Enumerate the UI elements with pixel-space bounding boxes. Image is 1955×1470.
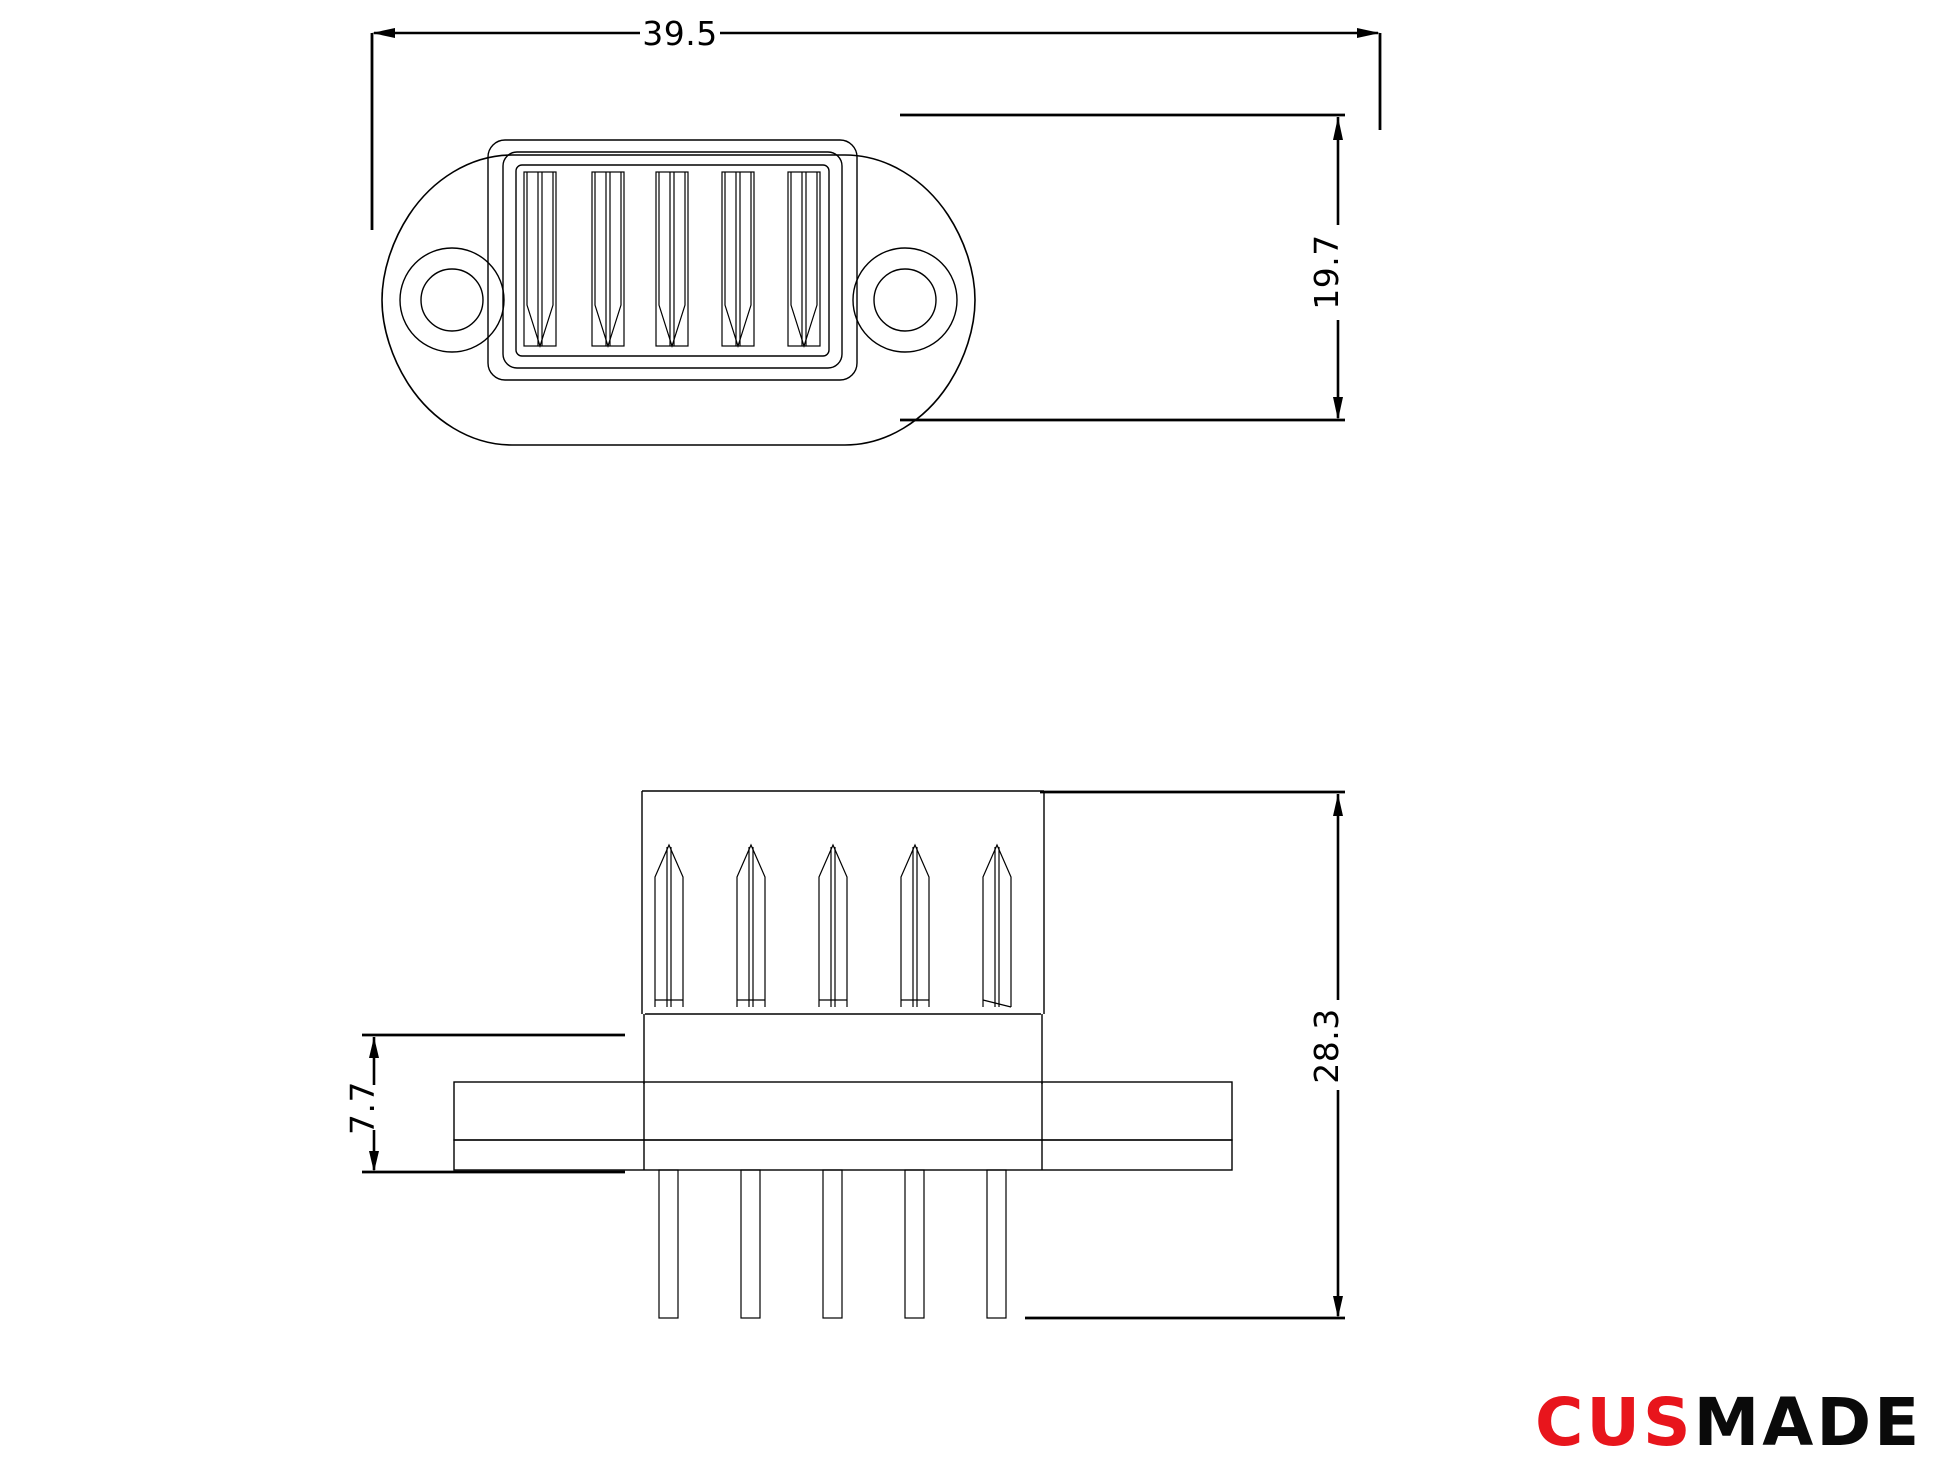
dimension-label-flange: 7.7 <box>343 1081 382 1135</box>
solder-pin-5 <box>986 1169 1007 1319</box>
dimension-label-width: 39.5 <box>642 14 717 53</box>
shroud-inner-rect <box>502 151 843 369</box>
height-arrow-bottom <box>1333 397 1343 420</box>
depth-arrow-bottom <box>1333 1296 1343 1318</box>
mounting-hole-left-outer <box>399 247 505 353</box>
shroud-outer-rect <box>487 139 858 381</box>
mounting-flange-step <box>453 1139 1233 1171</box>
front-contact-3 <box>655 171 689 348</box>
flange-arrow-bottom <box>369 1151 379 1172</box>
solder-pin-2 <box>740 1169 761 1319</box>
dimension-overall-width: 39.5 <box>370 14 1382 230</box>
solder-pin-1 <box>658 1169 679 1319</box>
height-arrow-top <box>1333 117 1343 140</box>
logo-text-made: MADE <box>1693 1390 1923 1461</box>
dimension-overall-depth: 28.3 <box>1025 790 1346 1320</box>
side-contact-5 <box>982 843 1012 1008</box>
mounting-flange-plate <box>453 1081 1233 1141</box>
dimension-label-depth: 28.3 <box>1307 1008 1346 1083</box>
front-view-group <box>381 139 976 446</box>
cavity-opening-rect <box>515 164 830 357</box>
dimension-flange-thickness: 7.7 <box>343 1033 625 1174</box>
dimension-label-height: 19.7 <box>1307 234 1346 309</box>
side-contact-2 <box>736 843 766 1007</box>
mounting-hole-left-inner <box>420 268 484 332</box>
mounting-hole-right-outer <box>852 247 958 353</box>
front-contact-2 <box>591 171 625 348</box>
flange-arrow-top <box>369 1037 379 1058</box>
front-contact-1 <box>523 171 557 348</box>
depth-arrow-top <box>1333 794 1343 816</box>
side-view-group <box>453 790 1233 1319</box>
front-contact-5 <box>787 171 821 348</box>
front-contact-4 <box>721 171 755 348</box>
side-contact-4 <box>900 843 930 1007</box>
width-arrow-left <box>372 28 395 38</box>
side-contact-3 <box>818 843 848 1007</box>
front-view-body-outline <box>381 154 976 446</box>
solder-pin-3 <box>822 1169 843 1319</box>
logo-text-cus: CUS <box>1535 1390 1694 1461</box>
solder-pin-4 <box>904 1169 925 1319</box>
side-contact-1 <box>654 843 684 1007</box>
width-arrow-right <box>1357 28 1380 38</box>
mounting-hole-right-inner <box>873 268 937 332</box>
dimension-overall-height: 19.7 <box>900 113 1346 422</box>
